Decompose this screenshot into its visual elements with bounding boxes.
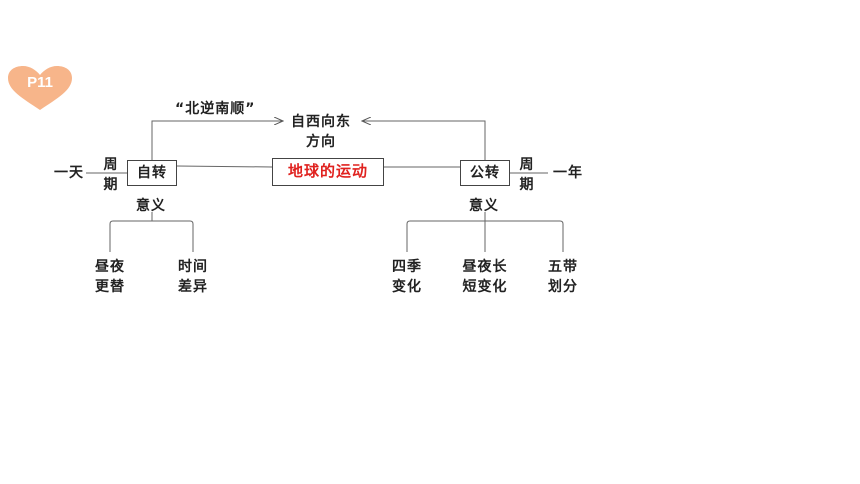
rotation-box: 自转 [127,160,177,186]
rotation-direction-line [151,121,283,160]
revolution-effect-1: 四季 变化 [383,257,431,297]
revolution-period-label: 周 期 [516,155,538,195]
revolution-effect-3-line-2: 划分 [548,279,578,295]
direction-note: “北逆南顺” [175,101,256,117]
revolution-meaning-label: 意义 [469,198,499,214]
rotation-meaning-label: 意义 [136,198,166,214]
page-badge-label: P11 [27,74,53,91]
earth-motion-box: 地球的运动 [272,158,384,186]
direction-label: 自西向东 方向 [285,112,357,152]
revolution-effect-3-line-1: 五带 [548,259,578,275]
rotation-effect-2-line-2: 差异 [178,279,208,295]
rotation-period-label: 周 期 [100,155,122,195]
revolution-period-char-1: 周 [519,157,535,173]
rotation-effect-1: 昼夜 更替 [88,257,132,297]
revolution-effect-2-line-1: 昼夜长 [462,259,508,275]
rotation-effect-1-line-1: 昼夜 [95,259,125,275]
revolution-direction-line [362,121,486,160]
revolution-box: 公转 [460,160,510,186]
earth-motion-label: 地球的运动 [287,162,368,180]
rotation-label: 自转 [137,165,167,181]
revolution-effect-2-line-2: 短变化 [462,279,508,295]
revolution-period-char-2: 期 [519,177,535,193]
rotation-meaning-bracket [109,220,194,252]
rotation-effect-1-line-2: 更替 [95,279,125,295]
rotation-period-value: 一天 [54,165,84,181]
revolution-effect-1-line-1: 四季 [392,259,422,275]
direction-line-1: 自西向东 [291,114,351,130]
center-rotation-line [176,165,273,168]
rotation-effect-2-line-1: 时间 [178,259,208,275]
revolution-label: 公转 [470,165,500,181]
revolution-effect-2: 昼夜长 短变化 [455,257,515,297]
rotation-period-char-2: 期 [103,177,119,193]
heart-badge-icon [8,66,72,110]
rotation-effect-2: 时间 差异 [171,257,215,297]
rotation-period-char-1: 周 [103,157,119,173]
revolution-period-value: 一年 [553,165,583,181]
revolution-effect-3: 五带 划分 [540,257,586,297]
revolution-effect-1-line-2: 变化 [392,279,422,295]
direction-line-2: 方向 [306,134,336,150]
revolution-meaning-bracket [406,220,564,252]
